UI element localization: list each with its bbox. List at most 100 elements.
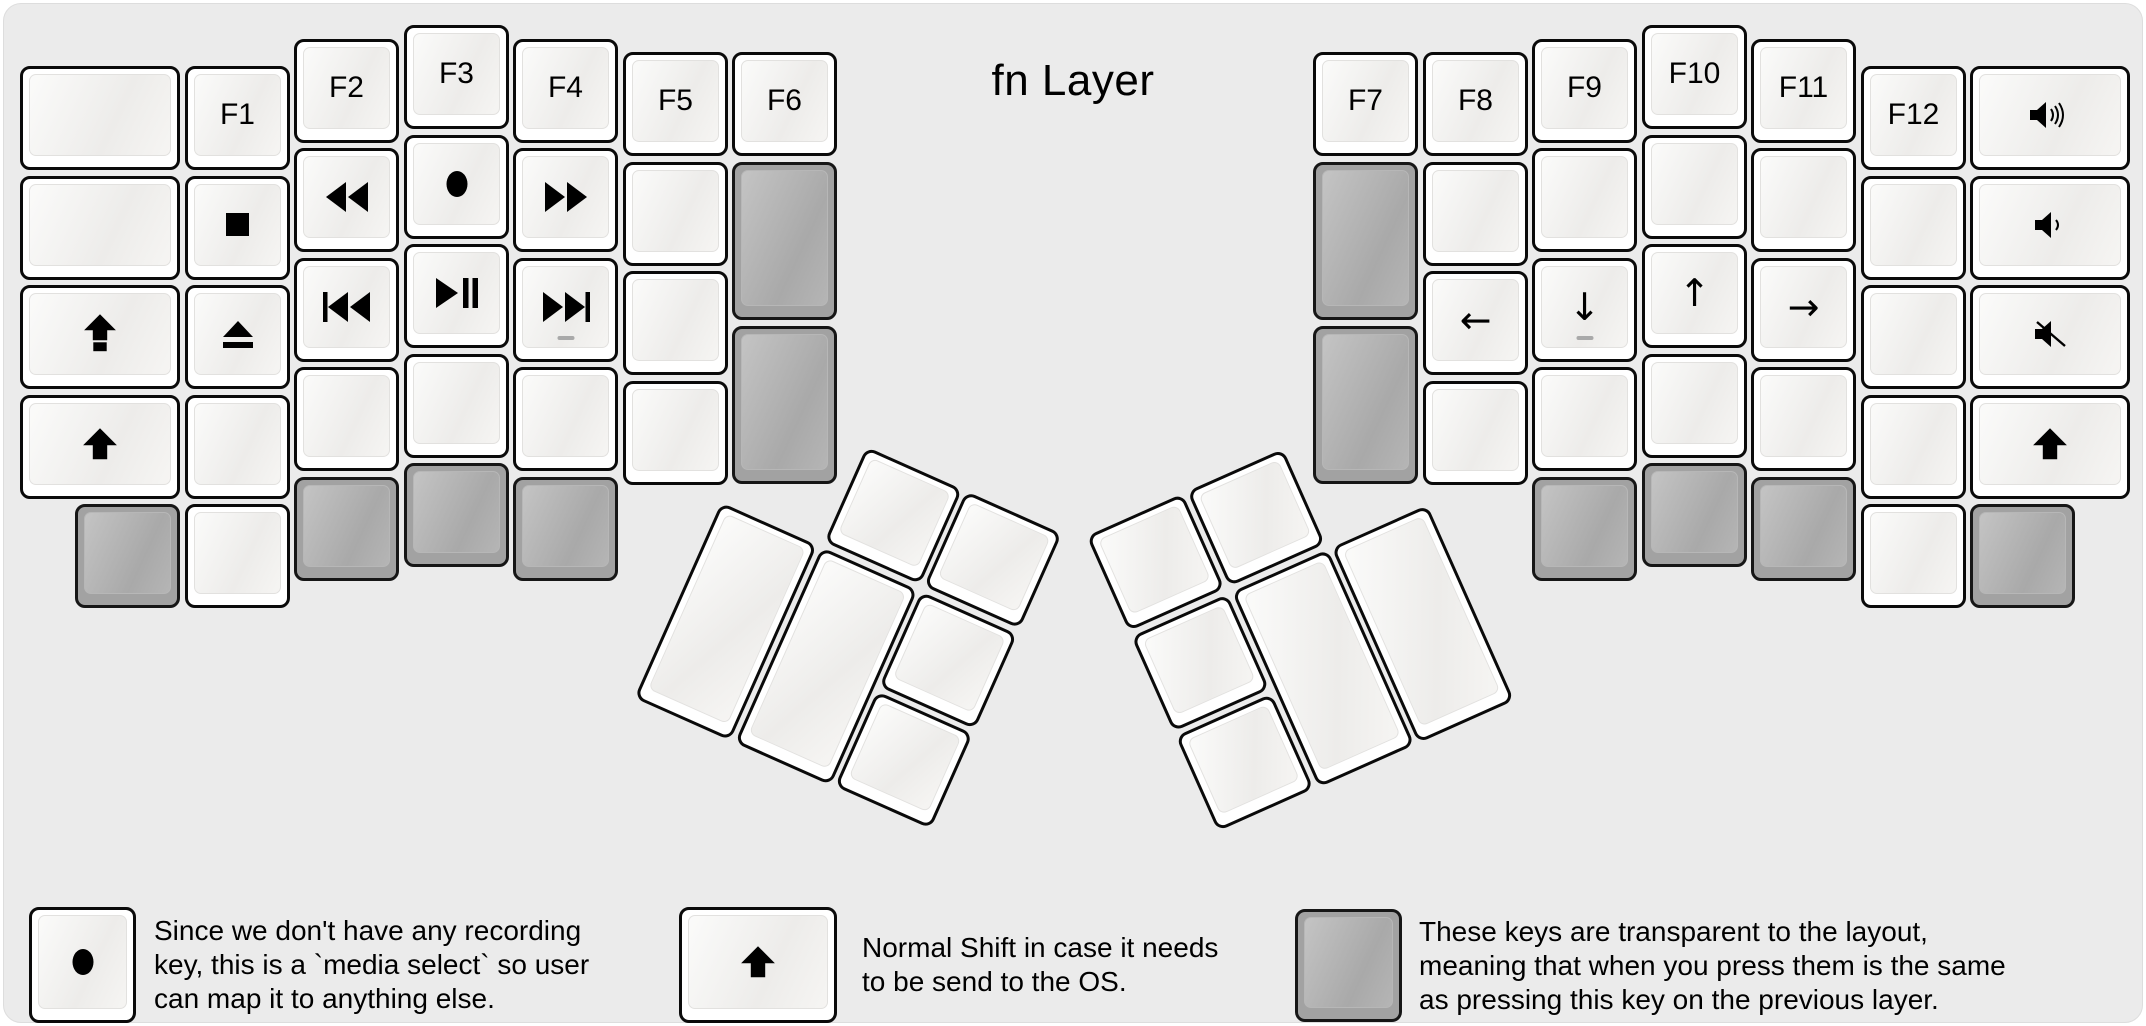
key-blank	[1532, 148, 1637, 252]
key-transparent	[1642, 463, 1747, 567]
key-volume-down	[1970, 175, 2130, 280]
key-record	[404, 134, 509, 239]
keycap-surface	[38, 915, 127, 1009]
shift-icon	[741, 946, 775, 978]
keycap-surface	[1322, 333, 1409, 470]
keycap-surface	[1541, 484, 1628, 567]
key-transparent	[1751, 476, 1856, 581]
next-track-icon	[542, 291, 590, 322]
keycap-surface	[1760, 156, 1847, 238]
key-caps-lock	[20, 285, 180, 389]
keycap-surface	[84, 512, 171, 594]
caps-lock-icon	[84, 314, 116, 352]
key-transparent	[1313, 161, 1418, 320]
homing-dash	[557, 335, 574, 340]
legend-text-line: Normal Shift in case it needs	[862, 932, 1219, 963]
key-blank	[185, 394, 290, 499]
keycap-surface: ←	[1432, 279, 1519, 361]
legend-normal-shift-key	[679, 907, 837, 1023]
keycap-surface	[29, 293, 171, 375]
fast-forward-icon	[544, 182, 587, 212]
keycap-surface	[1198, 459, 1311, 571]
volume-down-icon	[2035, 211, 2059, 238]
keycap-surface	[522, 156, 609, 238]
key-blank	[1861, 175, 1966, 280]
key-f3: F3	[404, 25, 509, 129]
legend-text-line: to be send to the OS.	[862, 966, 1127, 997]
key-blank	[20, 175, 180, 280]
key-blank	[1642, 353, 1747, 458]
keycap-surface	[194, 402, 281, 485]
keycap-surface: F4	[522, 46, 609, 129]
keycap-surface	[688, 915, 828, 1009]
keycap-surface	[1651, 361, 1738, 444]
keycap-label: F6	[766, 84, 802, 117]
legend-text-line: as pressing this key on the previous lay…	[1419, 983, 1939, 1015]
keycap-surface	[1651, 142, 1738, 225]
keycap-surface: ↑	[1651, 252, 1738, 334]
keycap-label: F8	[1457, 84, 1493, 117]
key-rewind	[294, 148, 399, 252]
keycap-surface	[413, 252, 500, 334]
keycap-surface	[1870, 512, 1957, 594]
volume-up-icon	[2030, 102, 2064, 128]
layer-title: fn Layer	[991, 56, 1155, 105]
keycap-surface: F7	[1322, 60, 1409, 142]
key-stop	[185, 175, 290, 280]
arrow-right-icon: →	[1787, 284, 1820, 329]
eject-icon	[222, 320, 253, 348]
key-eject	[185, 285, 290, 389]
keycap-surface: F9	[1541, 46, 1628, 129]
keycap-surface	[194, 183, 281, 266]
key-shift-left	[20, 394, 180, 499]
keycap-surface	[848, 702, 962, 813]
keycap-surface: F11	[1760, 46, 1847, 129]
keycap-surface	[1541, 156, 1628, 238]
keycap-surface: ↓	[1541, 265, 1628, 348]
key-blank	[1642, 134, 1747, 239]
keycap-surface	[1870, 183, 1957, 266]
key-f7: F7	[1313, 52, 1418, 156]
key-blank	[513, 367, 618, 471]
keycap-surface: →	[1760, 265, 1847, 348]
keycap-surface	[29, 74, 171, 156]
key-f1: F1	[185, 66, 290, 170]
legend-transparent-keys: These keys are transparent to the layout…	[1295, 909, 2095, 1022]
keycap-surface	[522, 375, 609, 457]
record-icon	[72, 949, 93, 975]
keycap-label: F7	[1347, 84, 1383, 117]
key-arrow-up: ↑	[1642, 244, 1747, 348]
keycap-surface	[893, 602, 1006, 713]
prev-track-icon	[322, 291, 370, 322]
key-transparent	[1313, 325, 1418, 484]
key-transparent	[1970, 504, 2075, 608]
key-blank	[623, 380, 728, 485]
legend-text-line: key, this is a `media select` so user	[154, 949, 590, 980]
play-pause-icon	[436, 278, 478, 308]
legend-text-line: can map it to anything else.	[154, 983, 495, 1014]
rewind-icon	[325, 182, 368, 212]
key-f2: F2	[294, 38, 399, 143]
key-play-pause	[404, 244, 509, 348]
keycap-surface	[1142, 604, 1256, 715]
keycap-surface	[632, 388, 719, 471]
key-blank	[623, 161, 728, 266]
keycap-surface	[1432, 388, 1519, 471]
keycap-surface	[29, 183, 171, 266]
keycap-surface	[1979, 293, 2121, 375]
key-blank	[1861, 504, 1966, 608]
key-transparent	[513, 476, 618, 581]
keycap-surface	[303, 156, 390, 238]
keycap-surface	[1979, 402, 2121, 485]
legend-transparent-keys-text: These keys are transparent to the layout…	[1419, 915, 2006, 1017]
keycap-label: F3	[438, 57, 474, 90]
keycap-surface	[522, 265, 609, 348]
key-fast-forward	[513, 148, 618, 252]
key-blank	[1861, 285, 1966, 389]
key-blank	[1751, 148, 1856, 252]
